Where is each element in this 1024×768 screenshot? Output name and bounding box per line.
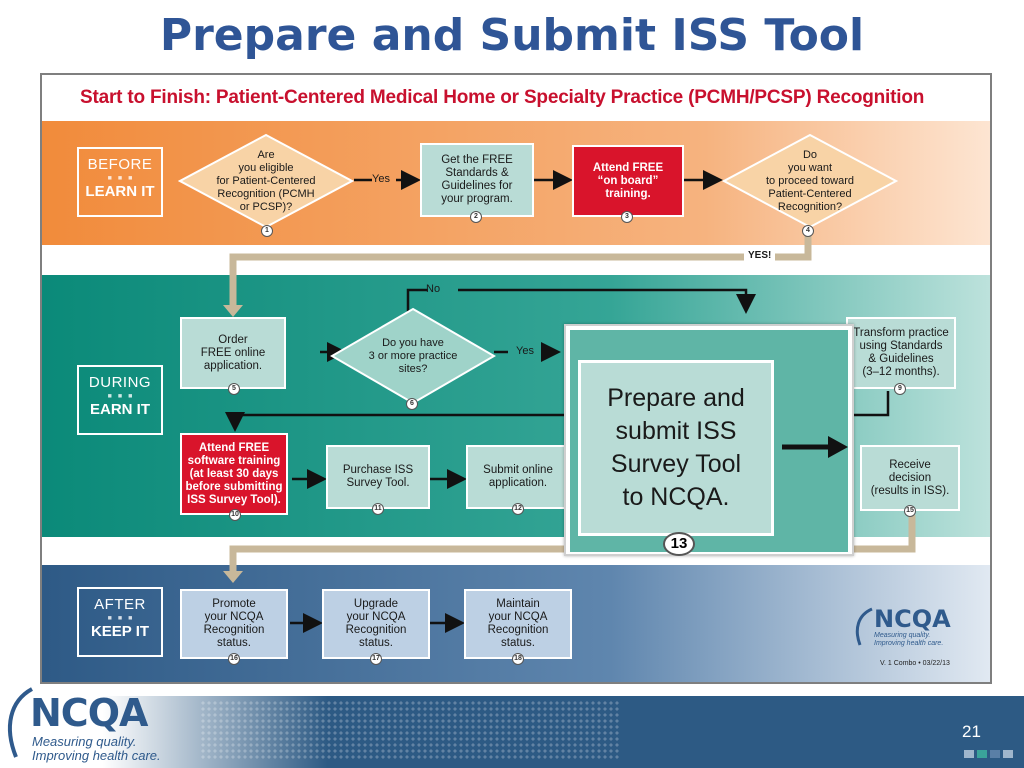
- inner-ncqa-logo: NCQA Measuring quality. Improving health…: [852, 603, 962, 653]
- step-9-number: 9: [894, 383, 906, 395]
- step-9-text: Transform practice using Standards & Gui…: [853, 327, 949, 378]
- step-2-text: Get the FREE Standards & Guidelines for …: [441, 154, 513, 205]
- step-5-text: Order FREE online application.: [200, 333, 266, 372]
- step-5-box: Order FREE online application.: [180, 317, 286, 389]
- phase-before: BEFORE ■■■ LEARN IT: [77, 147, 163, 217]
- phase-during: DURING ■■■ EARN IT: [77, 365, 163, 435]
- step-16-number: 16: [228, 653, 240, 665]
- yes-connector: [229, 233, 812, 307]
- footer-pattern: [200, 700, 620, 760]
- step-13-zoom-callout: Prepare and submit ISS Survey Tool to NC…: [564, 324, 854, 556]
- step-3-box: Attend FREE “on board” training.: [572, 145, 684, 217]
- step-12-number: 12: [512, 503, 524, 515]
- step-18-text: Maintain your NCQA Recognition status.: [487, 598, 549, 649]
- yes-caps-label: YES!: [744, 250, 776, 261]
- phase-after-line1: AFTER: [94, 596, 146, 613]
- step-5-number: 5: [228, 383, 240, 395]
- logo-name: NCQA: [30, 691, 148, 735]
- step-12-text: Submit online application.: [483, 464, 553, 489]
- phase-dots: ■■■: [107, 175, 139, 182]
- step-18-number: 18: [512, 653, 524, 665]
- no-label: No: [426, 283, 441, 295]
- step-13-number: 13: [663, 532, 695, 556]
- yes-label-2: Yes: [516, 345, 534, 357]
- phase-before-line1: BEFORE: [87, 156, 153, 173]
- step-4-diamond: Do you want to proceed toward Patient-Ce…: [722, 133, 898, 229]
- flowchart-frame: Start to Finish: Patient-Centered Medica…: [40, 73, 992, 684]
- phase-during-line1: DURING: [88, 374, 152, 391]
- step-11-box: Purchase ISS Survey Tool.: [326, 445, 430, 509]
- footer-bar: [0, 696, 1024, 768]
- step-2-box: Get the FREE Standards & Guidelines for …: [420, 143, 534, 217]
- phase-before-line2: LEARN IT: [85, 183, 155, 200]
- step-18-box: Maintain your NCQA Recognition status.: [464, 589, 572, 659]
- step-10-box: Attend FREE software training (at least …: [180, 433, 288, 515]
- version-label: V. 1 Combo • 03/22/13: [880, 660, 950, 667]
- step-6-text: Do you have 3 or more practice sites?: [368, 336, 458, 375]
- slide-nav-dots: [964, 750, 1013, 758]
- step-1-diamond: Are you eligible for Patient-Centered Re…: [178, 133, 354, 229]
- step-4-text: Do you want to proceed toward Patient-Ce…: [765, 148, 855, 213]
- step-4-number: 4: [802, 225, 814, 237]
- step-11-number: 11: [372, 503, 384, 515]
- step-3-number: 3: [621, 211, 633, 223]
- arrow-right-icon: [782, 436, 848, 458]
- step-17-number: 17: [370, 653, 382, 665]
- ncqa-logo: NCQA Measuring quality. Improving health…: [0, 683, 190, 768]
- step-9-box: Transform practice using Standards & Gui…: [846, 317, 956, 389]
- arrow-9-10: [225, 391, 890, 432]
- step-11-text: Purchase ISS Survey Tool.: [342, 464, 414, 489]
- step-16-box: Promote your NCQA Recognition status.: [180, 589, 288, 659]
- step-3-text: Attend FREE “on board” training.: [592, 161, 664, 200]
- inner-logo-name: NCQA: [874, 605, 951, 633]
- step-1-number: 1: [261, 225, 273, 237]
- step-16-text: Promote your NCQA Recognition status.: [203, 598, 265, 649]
- step-10-number: 10: [229, 509, 241, 521]
- step-6-number: 6: [406, 398, 418, 410]
- yes-label-1: Yes: [372, 173, 390, 185]
- ncqa-swoosh-icon: [855, 607, 873, 646]
- phase-dots: ■■■: [107, 393, 139, 400]
- step-12-box: Submit online application.: [466, 445, 570, 509]
- slide-title: Prepare and Submit ISS Tool: [159, 10, 865, 61]
- ncqa-swoosh-icon: [8, 687, 34, 758]
- logo-tagline: Measuring quality. Improving health care…: [32, 734, 161, 763]
- step-13-box: Prepare and submit ISS Survey Tool to NC…: [578, 360, 774, 536]
- phase-after-line2: KEEP IT: [90, 623, 150, 640]
- step-15-box: Receive decision (results in ISS).: [860, 445, 960, 511]
- step-10-text: Attend FREE software training (at least …: [185, 441, 283, 506]
- step-6-diamond: Do you have 3 or more practice sites?: [330, 307, 496, 405]
- phase-during-line2: EARN IT: [90, 401, 150, 418]
- step-1-text: Are you eligible for Patient-Centered Re…: [216, 148, 316, 213]
- step-15-text: Receive decision (results in ISS).: [870, 458, 950, 497]
- step-2-number: 2: [470, 211, 482, 223]
- step-15-number: 15: [904, 505, 916, 517]
- phase-dots: ■■■: [107, 615, 139, 622]
- step-13-text: Prepare and submit ISS Survey Tool to NC…: [607, 384, 745, 511]
- arrow-6-no: [458, 288, 756, 314]
- page-number: 21: [962, 722, 981, 741]
- phase-after: AFTER ■■■ KEEP IT: [77, 587, 163, 657]
- step-17-box: Upgrade your NCQA Recognition status.: [322, 589, 430, 659]
- inner-logo-tagline: Measuring quality. Improving health care…: [874, 632, 944, 647]
- step-17-text: Upgrade your NCQA Recognition status.: [345, 598, 407, 649]
- diagram-title: Start to Finish: Patient-Centered Medica…: [80, 87, 925, 108]
